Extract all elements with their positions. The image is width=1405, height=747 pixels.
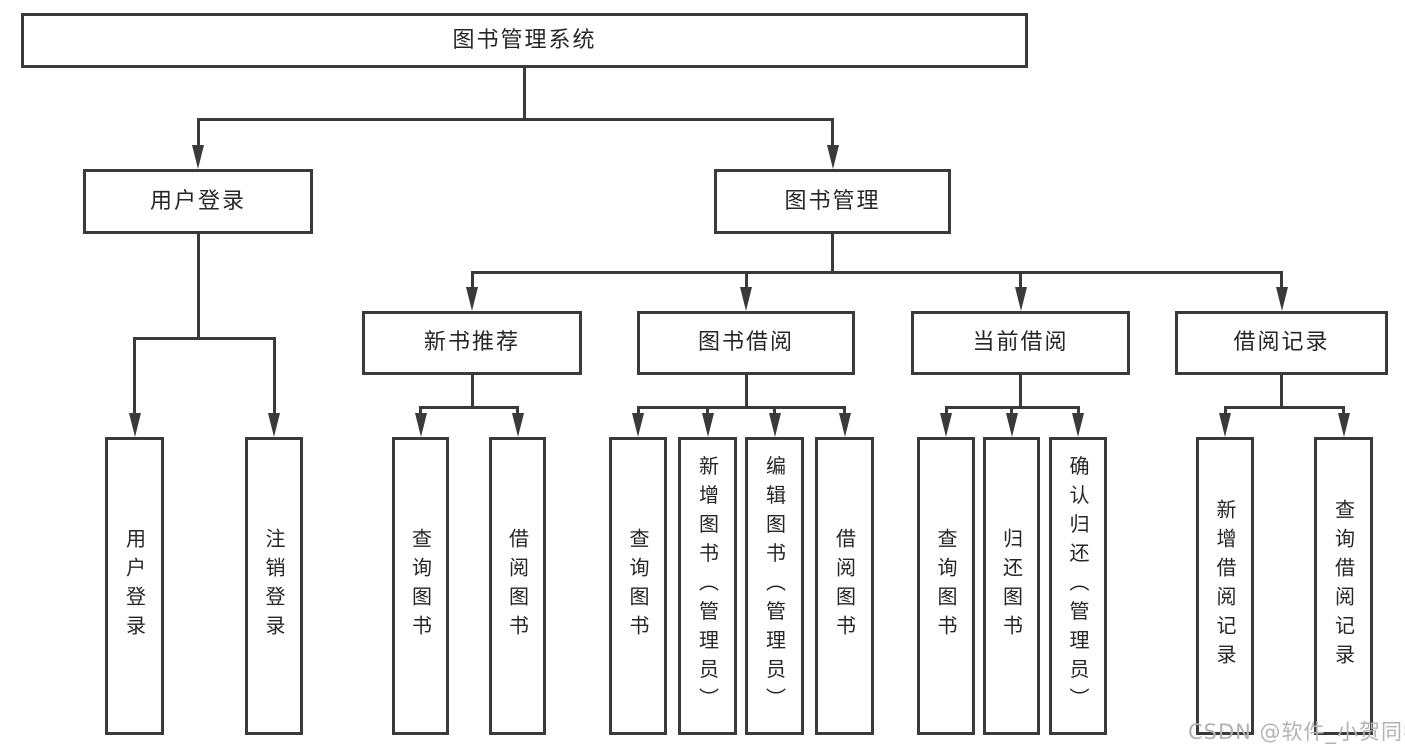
connector-drop-leaf-nbr-borrow xyxy=(516,406,519,415)
node-label-leaf-br-add: 新增借阅记录 xyxy=(1213,499,1237,673)
node-label-borrow-records: 借阅记录 xyxy=(1233,330,1330,355)
connector-drop-leaf-bb-add xyxy=(706,406,709,415)
node-label-leaf-cb-query: 查询图书 xyxy=(934,528,958,644)
connector-drop-user-login xyxy=(196,118,200,147)
arrowhead-down-leaf-nbr-borrow xyxy=(511,413,524,437)
connector-bus-new-book-rec xyxy=(419,406,519,409)
node-leaf-cb-query: 查询图书 xyxy=(917,437,975,735)
node-leaf-bb-add: 新增图书（管理员） xyxy=(678,437,737,735)
node-label-book-borrow: 图书借阅 xyxy=(697,330,795,355)
connector-trunk-borrow-records xyxy=(1280,375,1283,409)
connector-bus-user-login xyxy=(133,337,276,340)
connector-trunk-new-book-rec xyxy=(470,375,474,409)
node-label-leaf-nbr-query: 查询图书 xyxy=(408,528,433,644)
connector-bus-book-mgmt xyxy=(470,271,1283,274)
arrowhead-down-leaf-br-query xyxy=(1337,413,1350,437)
node-leaf-bb-query: 查询图书 xyxy=(609,437,667,735)
connector-trunk-root xyxy=(523,68,526,121)
node-label-leaf-cb-return: 归还图书 xyxy=(999,528,1024,644)
node-label-leaf-bb-edit: 编辑图书（管理员） xyxy=(762,455,787,717)
arrowhead-down-leaf-cb-query xyxy=(940,413,952,437)
csdn-watermark: CSDN @软件_小贺同学 xyxy=(1188,720,1405,744)
node-leaf-nbr-borrow: 借阅图书 xyxy=(489,437,546,735)
arrowhead-down-new-book-rec xyxy=(466,287,478,311)
node-leaf-br-add: 新增借阅记录 xyxy=(1196,437,1254,735)
connector-drop-leaf-logout xyxy=(272,337,276,415)
arrowhead-down-current-borrow xyxy=(1014,287,1027,311)
connector-bus-book-borrow xyxy=(636,406,846,409)
connector-drop-leaf-bb-query xyxy=(636,406,640,415)
node-leaf-bb-edit: 编辑图书（管理员） xyxy=(745,437,804,735)
connector-bus-root xyxy=(196,118,834,121)
arrowhead-down-book-mgmt xyxy=(826,145,839,169)
connector-drop-book-borrow xyxy=(744,271,748,289)
arrowhead-down-leaf-logout xyxy=(268,413,280,437)
connector-drop-leaf-cb-confirm xyxy=(1076,406,1080,415)
arrowhead-down-leaf-bb-edit xyxy=(768,413,781,437)
node-label-book-mgmt: 图书管理 xyxy=(784,188,881,214)
node-new-book-rec: 新书推荐 xyxy=(362,311,582,375)
node-label-leaf-user-login: 用户登录 xyxy=(122,528,147,644)
connector-drop-borrow-records xyxy=(1280,271,1283,289)
node-label-root: 图书管理系统 xyxy=(452,27,597,53)
node-label-leaf-cb-confirm: 确认归还（管理员） xyxy=(1066,455,1090,717)
node-label-current-borrow: 当前借阅 xyxy=(972,330,1069,355)
node-leaf-cb-return: 归还图书 xyxy=(983,437,1040,735)
node-leaf-user-login: 用户登录 xyxy=(105,437,164,735)
arrowhead-down-leaf-bb-borrow xyxy=(838,413,851,437)
node-label-leaf-logout: 注销登录 xyxy=(262,528,286,644)
arrowhead-down-user-login xyxy=(192,145,204,169)
connector-trunk-book-borrow xyxy=(744,375,748,409)
node-leaf-logout: 注销登录 xyxy=(245,437,303,735)
connector-trunk-user-login xyxy=(196,234,200,340)
connector-drop-leaf-br-query xyxy=(1342,406,1345,415)
connector-drop-current-borrow xyxy=(1019,271,1022,289)
node-book-borrow: 图书借阅 xyxy=(637,311,855,375)
connector-drop-leaf-br-add xyxy=(1223,406,1227,415)
node-label-leaf-bb-add: 新增图书（管理员） xyxy=(695,455,720,717)
arrowhead-down-leaf-user-login xyxy=(128,413,141,437)
arrowhead-down-book-borrow xyxy=(740,287,752,311)
arrowhead-down-leaf-cb-return xyxy=(1005,413,1018,437)
connector-trunk-current-borrow xyxy=(1019,375,1022,409)
connector-drop-leaf-nbr-query xyxy=(419,406,422,415)
connector-drop-leaf-bb-borrow xyxy=(843,406,846,415)
node-current-borrow: 当前借阅 xyxy=(911,311,1130,375)
node-label-new-book-rec: 新书推荐 xyxy=(423,330,521,355)
connector-drop-leaf-user-login xyxy=(133,337,136,415)
connector-drop-leaf-cb-query xyxy=(944,406,948,415)
node-leaf-cb-confirm: 确认归还（管理员） xyxy=(1049,437,1107,735)
connector-bus-borrow-records xyxy=(1223,406,1345,409)
arrowhead-down-leaf-cb-confirm xyxy=(1072,413,1084,437)
connector-drop-new-book-rec xyxy=(470,271,474,289)
connector-drop-leaf-cb-return xyxy=(1010,406,1013,415)
node-label-leaf-bb-query: 查询图书 xyxy=(626,528,650,644)
node-book-mgmt: 图书管理 xyxy=(714,169,951,234)
node-label-leaf-br-query: 查询借阅记录 xyxy=(1331,499,1356,673)
connector-drop-book-mgmt xyxy=(831,118,834,147)
node-borrow-records: 借阅记录 xyxy=(1175,311,1388,375)
connector-drop-leaf-bb-edit xyxy=(773,406,776,415)
node-label-leaf-nbr-borrow: 借阅图书 xyxy=(505,528,530,644)
arrowhead-down-leaf-br-add xyxy=(1219,413,1231,437)
node-user-login: 用户登录 xyxy=(83,169,313,234)
arrowhead-down-borrow-records xyxy=(1275,287,1288,311)
arrowhead-down-leaf-bb-query xyxy=(632,413,644,437)
node-leaf-nbr-query: 查询图书 xyxy=(392,437,449,735)
node-root: 图书管理系统 xyxy=(21,13,1028,68)
node-leaf-br-query: 查询借阅记录 xyxy=(1314,437,1373,735)
node-leaf-bb-borrow: 借阅图书 xyxy=(815,437,874,735)
arrowhead-down-leaf-nbr-query xyxy=(414,413,427,437)
node-label-leaf-bb-borrow: 借阅图书 xyxy=(832,528,857,644)
node-label-user-login: 用户登录 xyxy=(149,188,247,214)
connector-trunk-book-mgmt xyxy=(831,234,834,274)
arrowhead-down-leaf-bb-add xyxy=(701,413,714,437)
